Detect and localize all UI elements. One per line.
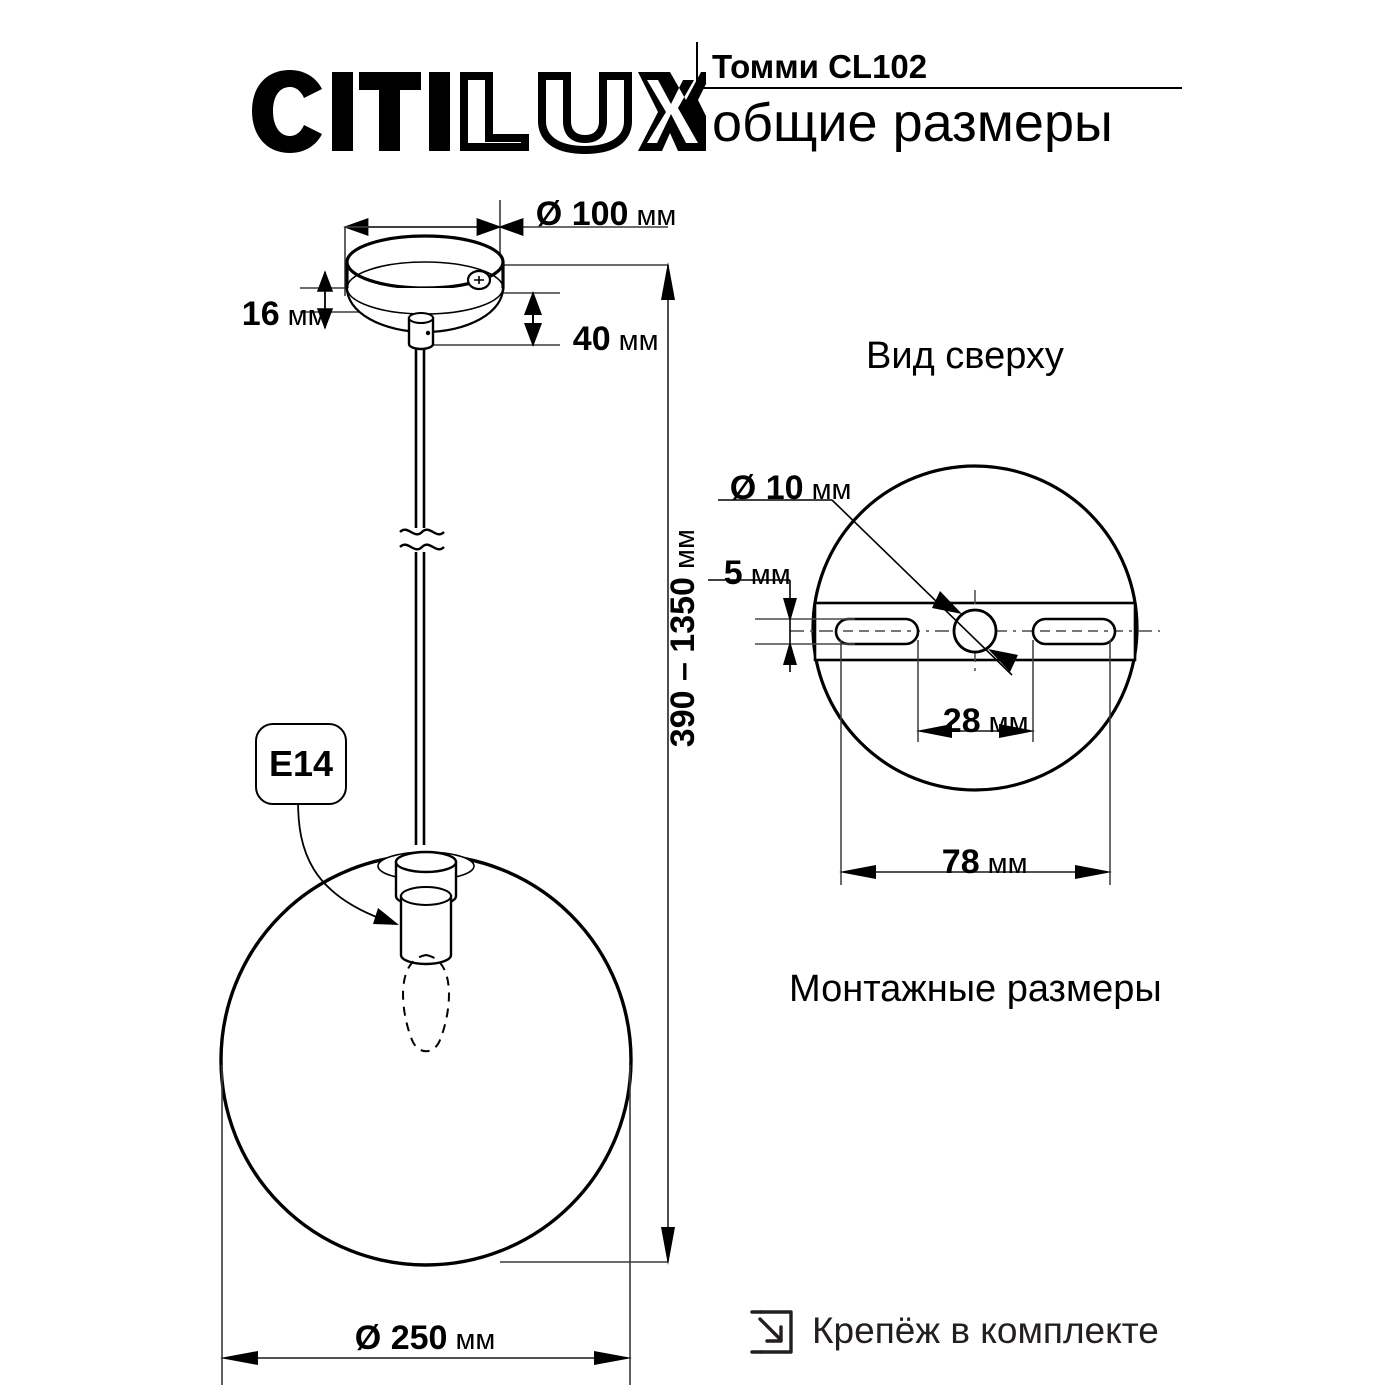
top-view-title: Вид сверху <box>866 335 1064 377</box>
dim-label-canopy-diameter: Ø 100 мм <box>518 181 677 247</box>
dim-value-16: 16 <box>241 295 280 333</box>
dim-label-canopy-height: 40 мм <box>555 306 659 372</box>
bracket-slot-right <box>1031 617 1117 646</box>
citilux-logo-svg <box>251 70 706 154</box>
dim-value-40: 40 <box>572 320 611 358</box>
dim-label-slot-to-center: 28 мм <box>925 688 1029 754</box>
dim-label-slot-width: 5 мм <box>706 540 791 606</box>
bracket-slot-left <box>834 617 920 646</box>
dim-total-height <box>500 262 675 1265</box>
center-hole <box>952 608 998 654</box>
dim-value-250: 250 <box>390 1319 448 1357</box>
dim-value-28: 28 <box>942 702 981 740</box>
brand-logo <box>228 48 706 179</box>
footer-note-text: Крепёж в комплекте <box>812 1310 1159 1351</box>
dim-unit-28: мм <box>980 707 1029 739</box>
dim-unit-250: мм <box>447 1324 496 1356</box>
dim-slot-to-center <box>916 640 1035 742</box>
dim-label-shade-diameter: Ø 250 мм <box>337 1305 496 1371</box>
lamp-socket <box>394 850 458 1053</box>
dim-label-canopy-thickness: 16 мм <box>224 281 328 347</box>
dim-unit-78: мм <box>979 848 1028 880</box>
diameter-symbol-10: Ø <box>729 469 766 507</box>
e14-leader-arrow <box>373 908 399 925</box>
dim-slot-width <box>708 579 855 672</box>
bulb-hidden-outline <box>402 953 450 1053</box>
dim-hole-diameter-leader <box>718 499 1018 676</box>
dim-value-100: 100 <box>571 195 629 233</box>
e14-socket-badge: E14 <box>255 723 347 805</box>
dim-label-bracket-span: 78 мм <box>924 829 1028 895</box>
cable-break-symbol <box>399 528 445 551</box>
e14-leader-line <box>297 799 391 923</box>
dim-unit-10: мм <box>803 474 852 506</box>
dim-unit-5: мм <box>742 559 791 591</box>
diameter-symbol-250: Ø <box>354 1319 391 1357</box>
dim-value-10: 10 <box>765 469 804 507</box>
model-title: Томми CL102 <box>712 48 928 85</box>
dim-bracket-span <box>839 640 1112 885</box>
dim-value-78: 78 <box>941 843 980 881</box>
e14-socket-label: E14 <box>268 743 334 784</box>
diameter-symbol-100: Ø <box>535 195 572 233</box>
page-subtitle: общие размеры <box>712 93 1113 153</box>
suspension-cable <box>399 348 445 845</box>
canopy-assembly <box>345 234 505 351</box>
top-view-caption: Монтажные размеры <box>789 968 1162 1010</box>
dim-label-hole-diameter: Ø 10 мм <box>712 455 852 521</box>
dim-unit-16: мм <box>279 300 328 332</box>
dim-unit-100: мм <box>628 200 677 232</box>
dim-shade-diameter <box>220 1065 632 1385</box>
dim-value-5: 5 <box>723 554 743 592</box>
inbox-arrow-icon <box>748 1308 796 1356</box>
dim-unit-40: мм <box>610 325 659 357</box>
